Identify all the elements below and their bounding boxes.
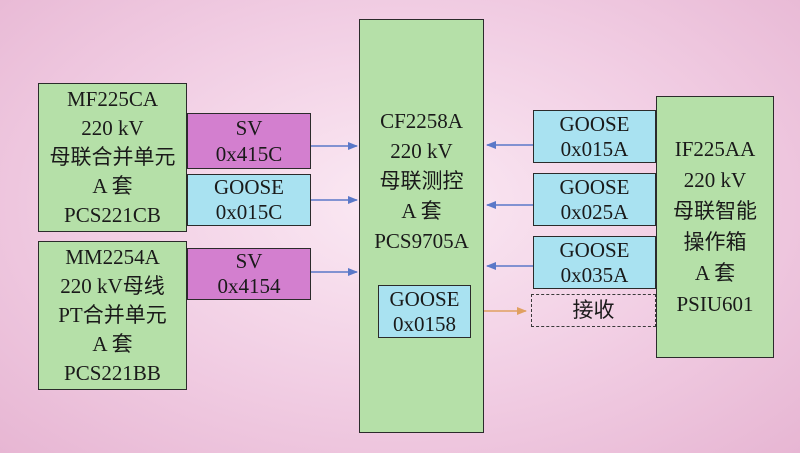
unit-line: 220 kV母线: [60, 274, 165, 298]
unit-line: A 套: [694, 261, 736, 285]
message-goose-0x035a: GOOSE 0x035A: [533, 236, 656, 289]
unit-line: PCS9705A: [374, 229, 469, 253]
unit-line: PCS221BB: [64, 361, 161, 385]
message-type: GOOSE: [559, 174, 630, 199]
unit-line: IF225AA: [674, 137, 756, 161]
message-id: 0x015C: [215, 200, 283, 224]
unit-line: PCS221CB: [64, 203, 161, 227]
unit-line: 母联合并单元: [49, 145, 176, 169]
message-type: GOOSE: [559, 237, 630, 262]
message-type: GOOSE: [559, 111, 630, 136]
unit-line: A 套: [92, 174, 133, 198]
unit-line: A 套: [401, 199, 442, 223]
unit-line: PT合并单元: [58, 303, 167, 327]
unit-line: PSIU601: [676, 292, 754, 316]
receive-label: 接收: [572, 298, 615, 322]
message-type: GOOSE: [213, 175, 284, 199]
message-goose-0x025a: GOOSE 0x025A: [533, 173, 656, 226]
message-sv-0x415c: SV 0x415C: [187, 113, 311, 169]
message-id: 0x415C: [215, 142, 283, 166]
message-id: 0x0158: [393, 311, 456, 336]
unit-line: MM2254A: [65, 245, 160, 269]
unit-line: A 套: [92, 332, 133, 356]
message-goose-0x015c: GOOSE 0x015C: [187, 174, 311, 226]
merging-unit-mf225ca: MF225CA 220 kV 母联合并单元 A 套 PCS221CB: [38, 83, 187, 232]
unit-line: 母联智能: [673, 199, 757, 223]
message-goose-0x015a: GOOSE 0x015A: [533, 110, 656, 163]
unit-line: 操作箱: [683, 230, 747, 254]
intelligent-terminal-if225aa: IF225AA 220 kV 母联智能 操作箱 A 套 PSIU601: [656, 96, 774, 358]
merging-unit-mm2254a: MM2254A 220 kV母线 PT合并单元 A 套 PCS221BB: [38, 241, 187, 390]
message-id: 0x015A: [560, 136, 629, 161]
message-id: 0x035A: [560, 262, 629, 287]
message-type: GOOSE: [389, 286, 460, 311]
message-id: 0x025A: [560, 199, 629, 224]
unit-line: 母联测控: [379, 169, 464, 193]
message-id: 0x4154: [217, 274, 281, 298]
message-type: SV: [235, 249, 263, 273]
receive-box: 接收: [531, 294, 656, 327]
message-type: SV: [235, 116, 263, 140]
message-goose-0x0158: GOOSE 0x0158: [378, 285, 471, 338]
unit-line: MF225CA: [66, 87, 159, 111]
unit-line: 220 kV: [81, 116, 144, 140]
unit-line: CF2258A: [380, 109, 463, 133]
measure-control-unit-cf2258a: CF2258A 220 kV 母联测控 A 套 PCS9705A: [359, 19, 484, 433]
unit-line: 220 kV: [390, 139, 453, 163]
unit-line: 220 kV: [683, 168, 747, 192]
message-sv-0x4154: SV 0x4154: [187, 248, 311, 300]
